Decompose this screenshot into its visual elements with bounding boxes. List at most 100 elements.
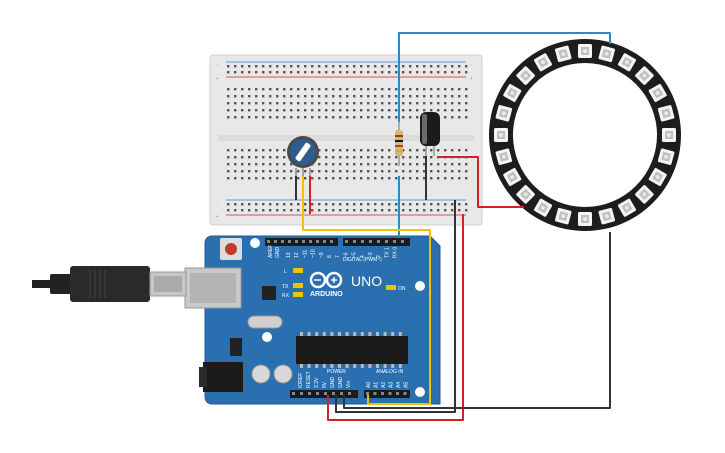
breadboard-hole[interactable] (311, 65, 314, 68)
header-pin[interactable] (348, 392, 351, 395)
wire-blue-data[interactable] (398, 32, 611, 122)
breadboard-hole[interactable] (360, 71, 363, 74)
breadboard-hole[interactable] (430, 65, 433, 68)
breadboard-hole[interactable] (451, 109, 454, 112)
breadboard-hole[interactable] (297, 102, 300, 105)
header-pin[interactable] (385, 240, 388, 243)
ring-led[interactable] (503, 83, 522, 103)
ring-led[interactable] (516, 184, 536, 204)
breadboard-hole[interactable] (248, 177, 251, 180)
breadboard-hole[interactable] (409, 177, 412, 180)
digital-header-left[interactable] (265, 238, 338, 246)
electrolytic-capacitor[interactable] (420, 112, 440, 156)
breadboard-hole[interactable] (423, 102, 426, 105)
breadboard-hole[interactable] (325, 177, 328, 180)
breadboard-hole[interactable] (262, 156, 265, 159)
breadboard-hole[interactable] (416, 156, 419, 159)
breadboard-hole[interactable] (325, 65, 328, 68)
breadboard-hole[interactable] (423, 203, 426, 206)
breadboard-hole[interactable] (402, 170, 405, 173)
breadboard-hole[interactable] (458, 109, 461, 112)
breadboard-hole[interactable] (374, 71, 377, 74)
breadboard-hole[interactable] (325, 170, 328, 173)
breadboard-hole[interactable] (276, 156, 279, 159)
breadboard-hole[interactable] (227, 116, 230, 119)
breadboard-hole[interactable] (353, 116, 356, 119)
breadboard-hole[interactable] (458, 203, 461, 206)
header-pin[interactable] (309, 240, 312, 243)
wire-red-5v[interactable] (327, 214, 464, 421)
breadboard-hole[interactable] (430, 177, 433, 180)
breadboard-hole[interactable] (269, 149, 272, 152)
breadboard-hole[interactable] (269, 163, 272, 166)
breadboard-hole[interactable] (227, 95, 230, 98)
breadboard-hole[interactable] (353, 209, 356, 212)
breadboard-hole[interactable] (353, 102, 356, 105)
breadboard-hole[interactable] (283, 156, 286, 159)
breadboard-hole[interactable] (444, 88, 447, 91)
breadboard-hole[interactable] (437, 163, 440, 166)
breadboard-hole[interactable] (444, 203, 447, 206)
breadboard-hole[interactable] (283, 177, 286, 180)
breadboard-hole[interactable] (339, 203, 342, 206)
breadboard-hole[interactable] (325, 109, 328, 112)
breadboard-hole[interactable] (458, 116, 461, 119)
breadboard-hole[interactable] (248, 116, 251, 119)
breadboard-hole[interactable] (423, 149, 426, 152)
header-pin[interactable] (323, 240, 326, 243)
breadboard-hole[interactable] (297, 177, 300, 180)
breadboard-hole[interactable] (374, 177, 377, 180)
breadboard-hole[interactable] (227, 203, 230, 206)
breadboard-hole[interactable] (325, 71, 328, 74)
breadboard-hole[interactable] (248, 170, 251, 173)
breadboard-hole[interactable] (269, 109, 272, 112)
breadboard-hole[interactable] (255, 177, 258, 180)
breadboard-hole[interactable] (430, 109, 433, 112)
breadboard-hole[interactable] (360, 95, 363, 98)
breadboard-hole[interactable] (451, 170, 454, 173)
breadboard-hole[interactable] (416, 177, 419, 180)
breadboard-hole[interactable] (241, 116, 244, 119)
breadboard-hole[interactable] (430, 95, 433, 98)
breadboard-hole[interactable] (409, 65, 412, 68)
breadboard-hole[interactable] (409, 163, 412, 166)
breadboard-hole[interactable] (360, 170, 363, 173)
breadboard-hole[interactable] (346, 71, 349, 74)
breadboard-hole[interactable] (374, 88, 377, 91)
breadboard-hole[interactable] (423, 65, 426, 68)
breadboard-hole[interactable] (423, 71, 426, 74)
breadboard-hole[interactable] (346, 156, 349, 159)
breadboard-hole[interactable] (374, 209, 377, 212)
ring-led[interactable] (662, 128, 676, 142)
breadboard-hole[interactable] (227, 88, 230, 91)
breadboard-hole[interactable] (276, 209, 279, 212)
ring-led[interactable] (495, 105, 513, 122)
breadboard-hole[interactable] (248, 203, 251, 206)
breadboard-hole[interactable] (227, 102, 230, 105)
breadboard-hole[interactable] (227, 156, 230, 159)
breadboard-hole[interactable] (374, 95, 377, 98)
breadboard-hole[interactable] (311, 109, 314, 112)
breadboard-hole[interactable] (444, 95, 447, 98)
breadboard-hole[interactable] (374, 116, 377, 119)
breadboard-hole[interactable] (395, 95, 398, 98)
breadboard-hole[interactable] (451, 163, 454, 166)
breadboard-hole[interactable] (262, 65, 265, 68)
breadboard-hole[interactable] (332, 116, 335, 119)
breadboard-hole[interactable] (269, 95, 272, 98)
breadboard-hole[interactable] (465, 163, 468, 166)
ring-led[interactable] (617, 53, 637, 72)
breadboard-hole[interactable] (255, 65, 258, 68)
arduino-uno-board[interactable]: L TX RX ON ARDUINO UNO DIGITAL (PWM~) AR… (184, 235, 441, 405)
breadboard-hole[interactable] (248, 109, 251, 112)
breadboard-hole[interactable] (381, 156, 384, 159)
breadboard-hole[interactable] (255, 149, 258, 152)
wire-red-ring[interactable] (438, 156, 524, 208)
breadboard-hole[interactable] (388, 65, 391, 68)
breadboard-hole[interactable] (465, 177, 468, 180)
breadboard-hole[interactable] (402, 71, 405, 74)
breadboard-hole[interactable] (262, 163, 265, 166)
breadboard-hole[interactable] (332, 203, 335, 206)
breadboard-hole[interactable] (332, 177, 335, 180)
breadboard-hole[interactable] (339, 95, 342, 98)
